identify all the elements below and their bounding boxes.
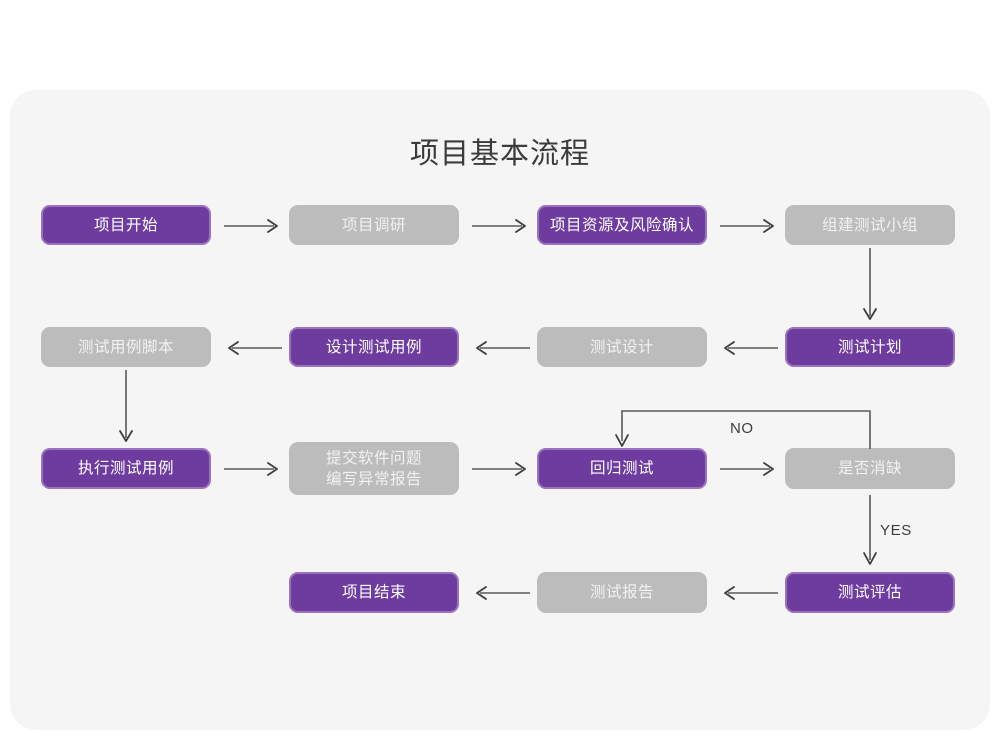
node-project-start: 项目开始: [41, 205, 211, 245]
node-label: 是否消缺: [837, 460, 902, 477]
node-label: 测试设计: [589, 338, 654, 356]
node-test-plan: 测试计划: [785, 327, 955, 367]
node-test-design: 测试设计: [537, 327, 707, 367]
node-label: 项目开始: [93, 216, 158, 234]
node-project-end: 项目结束: [289, 572, 459, 613]
node-label: 测试评估: [837, 584, 902, 601]
node-regression-test: 回归测试: [537, 448, 707, 489]
node-test-evaluation: 测试评估: [785, 572, 955, 613]
node-label: 执行测试用例: [77, 460, 174, 477]
node-project-research: 项目调研: [289, 205, 459, 245]
node-label: 测试用例脚本: [77, 338, 174, 356]
page-title: 项目基本流程: [409, 138, 590, 170]
node-build-test-team: 组建测试小组: [785, 205, 955, 245]
node-label: 测试计划: [837, 338, 902, 356]
edge-label-no: NO: [730, 420, 754, 437]
node-resource-risk-confirm: 项目资源及风险确认: [537, 205, 707, 245]
node-label: 组建测试小组: [821, 216, 918, 234]
node-label: 提交软件问题 编写异常报告: [325, 449, 422, 488]
node-defect-resolved: 是否消缺: [785, 448, 955, 489]
node-label: 回归测试: [589, 460, 654, 477]
node-execute-test-case: 执行测试用例: [41, 448, 211, 489]
node-design-test-case: 设计测试用例: [289, 327, 459, 367]
node-label: 项目资源及风险确认: [549, 216, 694, 234]
node-test-report: 测试报告: [537, 572, 707, 613]
edge-label-yes: YES: [880, 522, 912, 539]
node-label: 测试报告: [589, 584, 654, 601]
node-test-case-script: 测试用例脚本: [41, 327, 211, 367]
flowchart-card: [10, 90, 990, 730]
node-submit-issue-report: 提交软件问题 编写异常报告: [289, 442, 459, 495]
node-label: 项目调研: [341, 216, 406, 234]
node-label: 项目结束: [341, 584, 406, 601]
node-label: 设计测试用例: [325, 338, 422, 356]
